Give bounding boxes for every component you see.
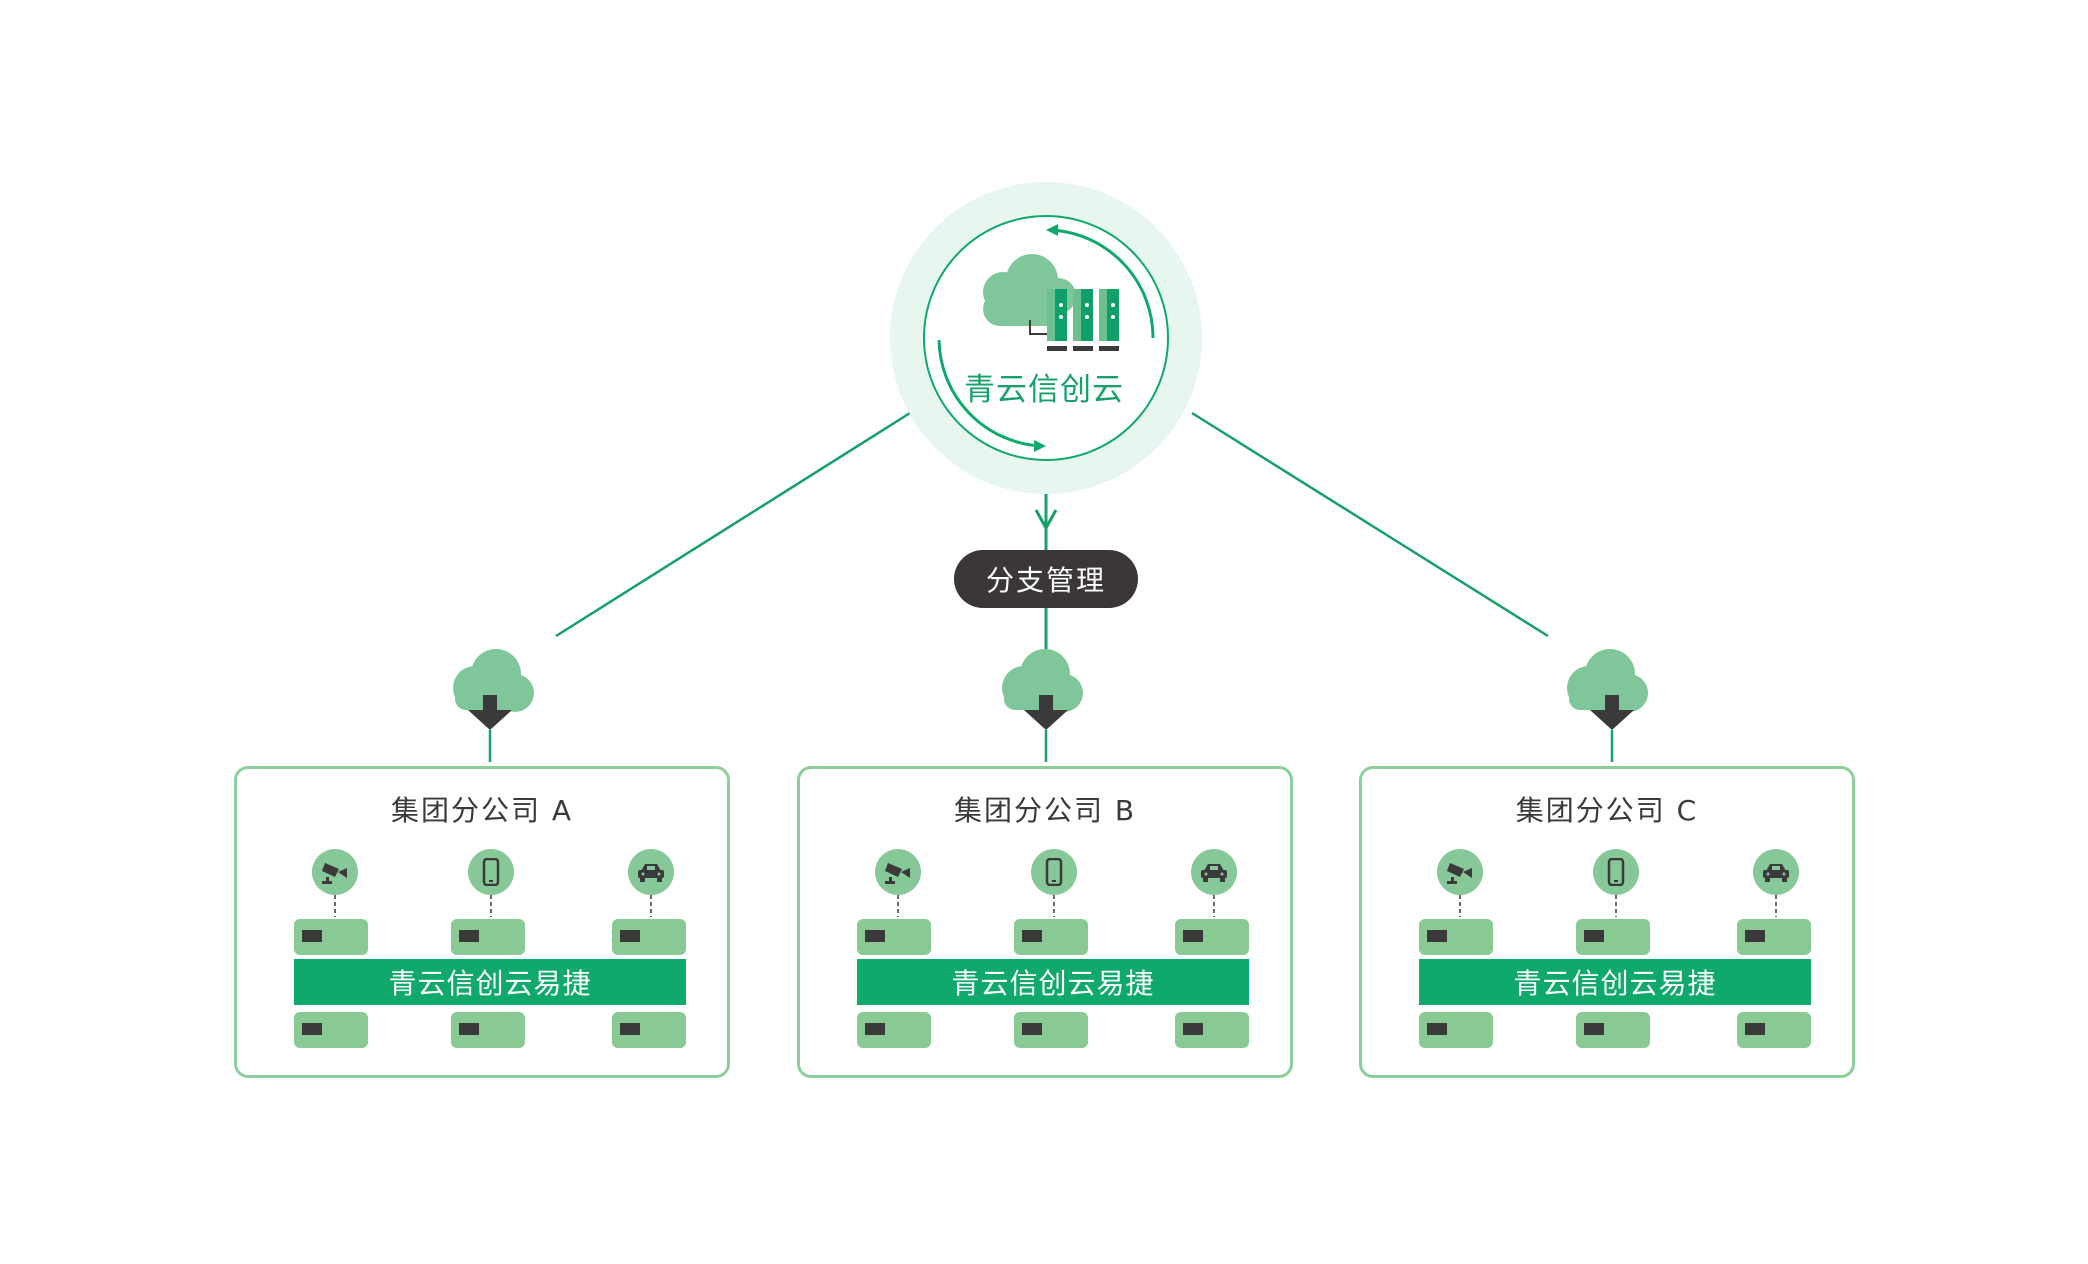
edge-node [294, 1012, 368, 1048]
product-bar: 青云信创云易捷 [857, 959, 1249, 1005]
down-arrow-icon [1034, 509, 1058, 532]
edge-node [857, 919, 931, 955]
hub-arrow-top-head [1046, 224, 1058, 236]
hub-inner-ring [923, 215, 1169, 461]
car-icon [628, 849, 674, 895]
edge-node [1737, 919, 1811, 955]
link-line-a [555, 411, 911, 638]
device-connectors [334, 895, 652, 917]
cloud-download-icon-b [1002, 649, 1083, 762]
edge-node [1576, 1012, 1650, 1048]
edge-node [1175, 1012, 1249, 1048]
branch-management-pill[interactable]: 分支管理 [954, 550, 1138, 608]
camera-icon [312, 849, 358, 895]
edge-node [1175, 919, 1249, 955]
product-bar: 青云信创云易捷 [1419, 959, 1811, 1005]
phone-icon [1593, 849, 1639, 895]
edge-node [1014, 919, 1088, 955]
phone-icon [468, 849, 514, 895]
cloud-download-icon-a [453, 649, 534, 762]
edge-node [451, 919, 525, 955]
cloud-download-icon-c [1567, 649, 1648, 762]
branch-box-a: 集团分公司 A 青云信创云易捷 [234, 766, 730, 1078]
car-icon [1191, 849, 1237, 895]
edge-node [1419, 919, 1493, 955]
branch-box-c: 集团分公司 C 青云信创云易捷 [1359, 766, 1855, 1078]
hub-arrow-top [1051, 228, 1155, 339]
edge-node [294, 919, 368, 955]
phone-icon [1031, 849, 1077, 895]
branch-title: 集团分公司 A [390, 794, 574, 827]
edge-node [1737, 1012, 1811, 1048]
edge-node [857, 1012, 931, 1048]
branch-box-b: 集团分公司 B 青云信创云易捷 [797, 766, 1293, 1078]
camera-icon [875, 849, 921, 895]
car-icon [1753, 849, 1799, 895]
product-bar: 青云信创云易捷 [294, 959, 686, 1005]
edge-node [1576, 919, 1650, 955]
edge-node [451, 1012, 525, 1048]
link-line-c [1191, 411, 1549, 638]
cloud-server-icon [983, 254, 1119, 351]
branch-title: 集团分公司 B [953, 794, 1137, 827]
edge-node [1014, 1012, 1088, 1048]
hub-title: 青云信创云 [964, 372, 1124, 408]
branch-title: 集团分公司 C [1515, 794, 1699, 827]
hub-arrow-bottom [937, 339, 1041, 448]
edge-node [612, 919, 686, 955]
device-connectors [897, 895, 1215, 917]
edge-node [1419, 1012, 1493, 1048]
hub-arrow-bottom-head [1034, 440, 1046, 452]
camera-icon [1437, 849, 1483, 895]
device-connectors [1459, 895, 1777, 917]
edge-node [612, 1012, 686, 1048]
